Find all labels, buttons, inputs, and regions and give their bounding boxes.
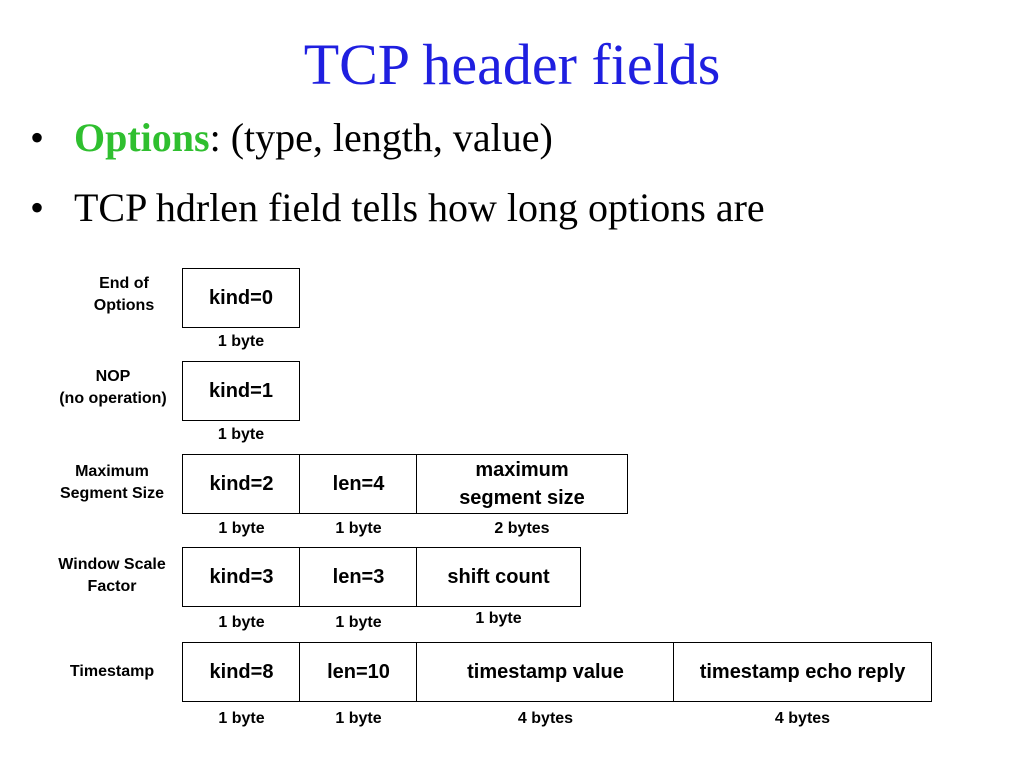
field-box-shift-count: shift count	[416, 547, 581, 607]
option-label-end-of-options: End of Options	[60, 273, 188, 317]
option-label-line: Maximum	[75, 463, 149, 480]
field-box-len: len=4	[299, 454, 418, 514]
option-label-timestamp: Timestamp	[50, 661, 174, 683]
option-label-nop: NOP (no operation)	[48, 366, 178, 410]
field-size-label: 1 byte	[218, 520, 265, 537]
field-box-kind: kind=0	[182, 268, 300, 328]
option-label-mss: Maximum Segment Size	[46, 461, 178, 505]
option-label-line: Segment Size	[59, 485, 165, 502]
field-size-label: 1 byte	[218, 614, 265, 631]
field-box-len: len=10	[299, 642, 418, 702]
option-label-line: Timestamp	[69, 663, 155, 680]
field-box-kind: kind=1	[182, 361, 300, 421]
field-size-label: 1 byte	[335, 710, 382, 727]
bullet-glyph: •	[30, 185, 45, 230]
field-text-line: segment size	[459, 487, 585, 509]
field-box-timestamp-echo-reply: timestamp echo reply	[673, 642, 932, 702]
option-label-line: End of	[99, 275, 149, 292]
field-size-label: 1 byte	[335, 520, 382, 537]
option-label-line: Factor	[87, 578, 137, 595]
bullet-item-options: • Options: (type, length, value)	[30, 112, 765, 182]
field-size-label: 1 byte	[218, 710, 265, 727]
bullet-text: TCP hdrlen field tells how long options …	[74, 185, 765, 230]
option-label-line: (no operation)	[59, 390, 167, 407]
field-size-label: 2 bytes	[494, 520, 550, 537]
field-box-timestamp-value: timestamp value	[416, 642, 675, 702]
bullet-term: Options	[74, 115, 210, 160]
slide-title: TCP header fields	[303, 32, 721, 97]
field-size-label: 1 byte	[217, 333, 265, 350]
bullet-item-hdrlen: • TCP hdrlen field tells how long option…	[30, 182, 765, 252]
field-box-mss-value: maximum segment size	[416, 454, 628, 514]
field-size-label: 1 byte	[217, 426, 265, 443]
field-size-label: 4 bytes	[517, 710, 574, 727]
field-size-label: 4 bytes	[774, 710, 831, 727]
field-box-len: len=3	[299, 547, 418, 607]
option-label-line: Window Scale	[58, 556, 166, 573]
bullet-text: : (type, length, value)	[209, 115, 553, 160]
field-box-kind: kind=2	[182, 454, 301, 514]
field-text-line: maximum	[475, 459, 569, 481]
bullet-glyph: •	[30, 115, 45, 160]
bullet-list: • Options: (type, length, value) • TCP h…	[30, 112, 765, 252]
field-box-kind: kind=8	[182, 642, 301, 702]
option-label-line: Options	[93, 297, 155, 314]
option-label-line: NOP	[95, 368, 131, 385]
option-label-window-scale: Window Scale Factor	[46, 554, 178, 598]
field-box-kind: kind=3	[182, 547, 301, 607]
field-size-label: 1 byte	[475, 610, 522, 627]
field-size-label: 1 byte	[335, 614, 382, 631]
